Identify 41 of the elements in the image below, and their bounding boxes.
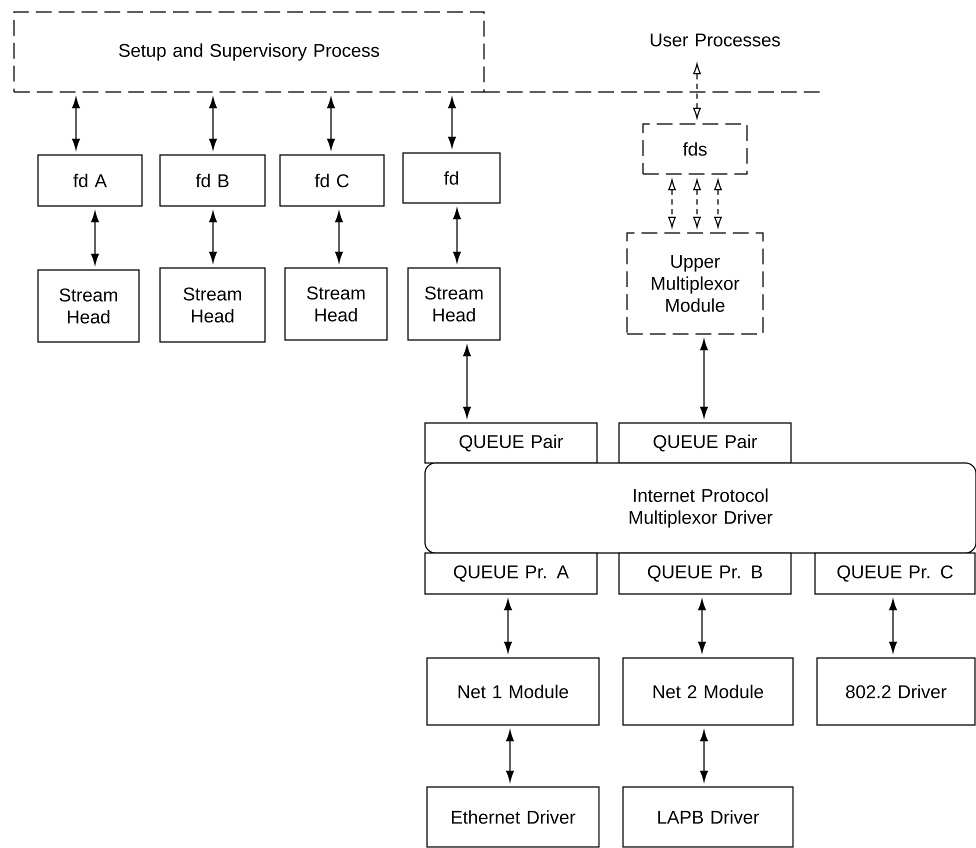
- arrow: [506, 730, 514, 782]
- arrow: [453, 208, 461, 262]
- driver-box: LAPB Driver: [622, 786, 794, 848]
- driver-box: 802.2 Driver: [816, 657, 976, 726]
- arrow: [91, 212, 99, 264]
- arrow: [463, 346, 471, 418]
- queue-box: QUEUE Pr. B: [618, 552, 792, 595]
- module-box: Upper Multiplexor Module: [626, 232, 764, 335]
- queue-box: QUEUE Pr. C: [814, 552, 976, 595]
- queue-box: QUEUE Pair: [618, 422, 792, 464]
- fd-box: fd A: [37, 154, 143, 207]
- queue-box: QUEUE Pair: [424, 422, 598, 464]
- module-box: Net 2 Module: [622, 657, 794, 726]
- stream-head-box: Stream Head: [37, 269, 140, 343]
- arrow: [668, 180, 676, 228]
- stream-head-box: Stream Head: [284, 267, 388, 341]
- arrow: [693, 180, 701, 228]
- process-box: Setup and Supervisory Process: [13, 11, 485, 93]
- queue-box: QUEUE Pr. A: [424, 552, 598, 595]
- arrow: [889, 600, 897, 652]
- arrow: [448, 98, 456, 148]
- arrow: [693, 64, 701, 118]
- stream-head-box: Stream Head: [407, 267, 501, 341]
- arrow: [700, 340, 708, 418]
- fd-box: fd B: [159, 154, 266, 207]
- arrow: [72, 98, 80, 150]
- module-box: Net 1 Module: [426, 657, 600, 726]
- fd-box: fd C: [279, 154, 385, 207]
- process-label: User Processes: [650, 34, 780, 46]
- arrow: [504, 600, 512, 652]
- fds-box: fds: [642, 123, 748, 175]
- arrow: [335, 212, 343, 262]
- stream-head-box: Stream Head: [159, 267, 266, 343]
- arrow: [700, 730, 708, 782]
- arrow: [209, 98, 217, 150]
- arrow: [327, 98, 335, 150]
- arrow: [209, 212, 217, 262]
- fd-box: fd: [402, 152, 501, 204]
- arrow: [698, 600, 706, 652]
- driver-box: Ethernet Driver: [426, 786, 600, 848]
- arrow: [714, 180, 722, 228]
